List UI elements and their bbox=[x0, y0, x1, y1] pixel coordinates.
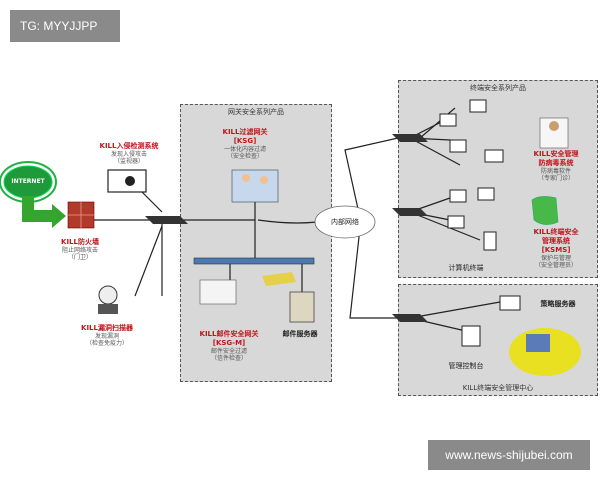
ids-title: KILL入侵检测系统 bbox=[99, 142, 159, 150]
mail-server-label: 邮件服务器 bbox=[282, 330, 318, 338]
ids-role: （监视器） bbox=[113, 158, 144, 165]
scanner-title: KILL漏洞扫描器 bbox=[81, 324, 133, 332]
ksms-title: KILL终端安全 bbox=[533, 228, 579, 236]
intranet-label: 内部网络 bbox=[331, 218, 359, 226]
gateway-region bbox=[180, 104, 332, 382]
ksgm-title: KILL邮件安全网关 bbox=[199, 330, 259, 338]
antivirus-title2: 防病毒系统 bbox=[538, 159, 574, 167]
ksg-role: （安全检查） bbox=[226, 153, 263, 160]
antivirus-role: （专家门诊） bbox=[537, 175, 574, 182]
ksgm-desc: 邮件安全过滤 bbox=[210, 348, 247, 355]
scanner-role: （检查免疫力） bbox=[85, 340, 128, 347]
ksms-role: （安全管理员） bbox=[534, 262, 577, 269]
firewall-role: （门卫） bbox=[67, 254, 92, 261]
ksg-desc: 一体化内容过滤 bbox=[223, 146, 266, 153]
management-center-title: KILL终端安全管理中心 bbox=[462, 384, 534, 392]
antivirus-title: KILL安全管理 bbox=[533, 150, 579, 158]
policy-server-label: 策略服务器 bbox=[540, 300, 576, 308]
internet-label: INTERNET bbox=[11, 178, 45, 185]
terminal-region-title: 终端安全系列产品 bbox=[470, 84, 526, 92]
ids-desc: 发现入侵攻击 bbox=[110, 151, 147, 158]
ksms-desc: 保护与管理 bbox=[540, 255, 571, 262]
ksms-title2: 管理系统 bbox=[542, 237, 570, 245]
ksg-title: KILL过滤网关 bbox=[222, 128, 268, 136]
firewall-title: KILL防火墙 bbox=[61, 238, 99, 246]
ksgm-code: [KSG-M] bbox=[212, 339, 246, 347]
ksgm-role: （信件检查） bbox=[210, 355, 247, 362]
watermark-top-left: TG: MYYJJPP bbox=[10, 10, 120, 42]
ksg-code: [KSG] bbox=[233, 137, 257, 145]
watermark-bottom-right: www.news-shijubei.com bbox=[428, 440, 590, 470]
computers-label: 计算机终端 bbox=[448, 264, 484, 272]
console-label: 管理控制台 bbox=[448, 362, 484, 370]
gateway-region-title: 网关安全系列产品 bbox=[228, 108, 284, 116]
terminal-region bbox=[398, 80, 598, 278]
scanner-desc: 发现漏洞 bbox=[94, 333, 119, 340]
ksms-code: [KSMS] bbox=[541, 246, 571, 254]
firewall-desc: 阻止网络攻击 bbox=[61, 247, 98, 254]
antivirus-desc: 防病毒软件 bbox=[540, 168, 571, 175]
